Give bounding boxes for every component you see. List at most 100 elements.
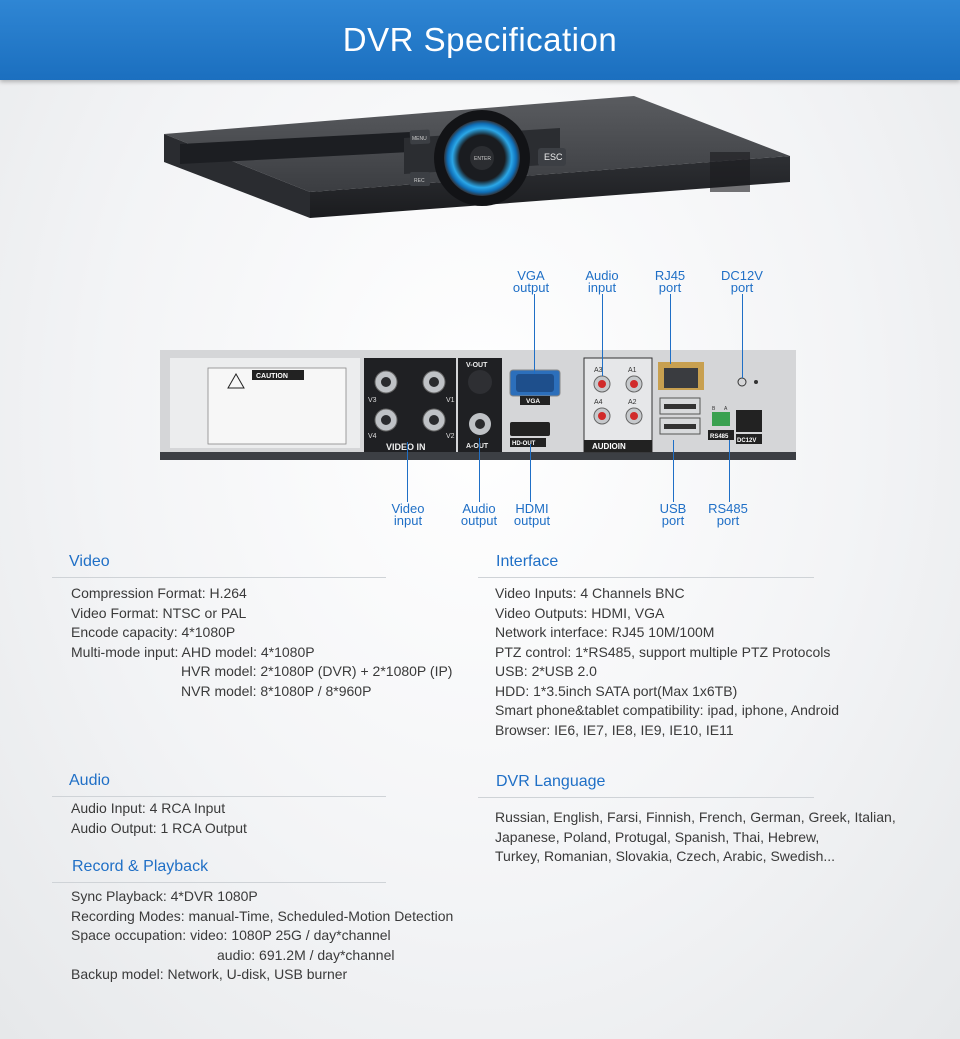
callout-rs485-line2: port (716, 513, 740, 528)
a-out-label: A-OUT (466, 443, 489, 450)
audio-section-title: Audio (69, 772, 110, 789)
interface-line: Browser: IE6, IE7, IE8, IE9, IE10, IE11 (495, 721, 734, 738)
front-esc-label: ESC (544, 152, 563, 162)
ch-a1-label: A1 (628, 367, 637, 374)
callout-audio-in: Audio input (562, 268, 642, 295)
callout-line-vga (534, 294, 535, 374)
callout-rs485-line1: RS485 (708, 501, 748, 516)
audio-divider (52, 796, 386, 797)
video-hvr: HVR model: 2*1080P (DVR) + 2*1080P (IP) (181, 663, 453, 679)
front-menu-label: MENU (412, 136, 427, 142)
callout-audio-in-line2: input (587, 280, 617, 295)
interface-divider (478, 577, 814, 578)
interface-section-title: Interface (496, 553, 559, 570)
video-divider (52, 577, 386, 578)
record-spec-list: Sync Playback: 4*DVR 1080P Recording Mod… (71, 887, 453, 985)
record-sync: Sync Playback: 4*DVR 1080P (71, 888, 258, 904)
ch-v3-label: V3 (368, 397, 377, 404)
audio-spec-list: Audio Input: 4 RCA Input Audio Output: 1… (71, 799, 247, 838)
rs485-b-label: B (712, 406, 716, 412)
callout-usb: USB port (633, 501, 713, 528)
v-out-label: V-OUT (466, 362, 488, 369)
ch-a3-label: A3 (594, 367, 603, 374)
header-banner: DVR Specification (0, 0, 960, 80)
interface-line: Video Outputs: HDMI, VGA (495, 604, 665, 621)
language-section-title: DVR Language (496, 773, 606, 790)
interface-spec-list: Video Inputs: 4 Channels BNC Video Outpu… (495, 584, 839, 740)
ch-v4-label: V4 (368, 433, 377, 440)
video-multimode: Multi-mode input: AHD model: 4*1080P (71, 643, 315, 660)
interface-line: PTZ control: 1*RS485, support multiple P… (495, 643, 831, 660)
dvr-front-image: MENU REC ENTER ESC (164, 96, 790, 218)
callout-line-audio-in (602, 294, 603, 376)
callout-vga-line1: VGA (517, 268, 545, 283)
video-capacity: Encode capacity: 4*1080P (71, 624, 236, 640)
interface-line: HDD: 1*3.5inch SATA port(Max 1x6TB) (495, 682, 738, 699)
callout-rs485: RS485 port (688, 501, 768, 528)
callout-line-rj45 (670, 294, 671, 364)
callout-rj45-line1: RJ45 (654, 268, 686, 283)
interface-line: Smart phone&tablet compatibility: ipad, … (495, 702, 839, 718)
language-line: Japanese, Poland, Protugal, Spanish, Tha… (495, 828, 820, 845)
callout-dc12v: DC12V port (702, 268, 782, 294)
caution-label: CAUTION (256, 373, 288, 380)
callout-line-rs485 (729, 440, 730, 502)
ch-v2-label: V2 (446, 433, 455, 440)
interface-line: USB: 2*USB 2.0 (495, 663, 597, 679)
language-spec-list: Russian, English, Farsi, Finnish, French… (495, 808, 896, 867)
language-line: Russian, English, Farsi, Finnish, French… (495, 809, 896, 825)
callout-audio-out: Audio output (439, 501, 519, 528)
callout-audio-in-line1: Audio (585, 268, 619, 283)
callout-video-in: Video input (368, 501, 448, 528)
callout-line-usb (673, 440, 674, 502)
callout-line-hdmi (530, 444, 531, 502)
record-divider (52, 882, 386, 883)
video-section-title: Video (69, 553, 110, 570)
ch-v1-label: V1 (446, 397, 455, 404)
callout-line-video-in (407, 442, 408, 502)
audio-output: Audio Output: 1 RCA Output (71, 819, 247, 836)
record-backup: Backup model: Network, U-disk, USB burne… (71, 966, 348, 982)
callout-rj45-line2: port (658, 280, 682, 295)
callout-rj45: RJ45 port (630, 268, 710, 295)
video-nvr: NVR model: 8*1080P / 8*960P (181, 682, 372, 699)
video-format: Video Format: NTSC or PAL (71, 604, 247, 621)
interface-line: Network interface: RJ45 10M/100M (495, 624, 715, 640)
dc12v-label: DC12V (737, 438, 756, 444)
front-enter-label: ENTER (474, 156, 491, 162)
callout-hdmi-line1: HDMI (515, 501, 549, 516)
callout-vga: VGA output (491, 268, 571, 295)
callout-vga-line2: output (512, 280, 550, 295)
rs485-a-label: A (724, 406, 728, 412)
record-space-audio: audio: 691.2M / day*channel (217, 946, 395, 963)
audio-input: Audio Input: 4 RCA Input (71, 800, 226, 816)
record-modes: Recording Modes: manual-Time, Scheduled-… (71, 907, 454, 924)
callout-video-in-line1: Video (391, 501, 425, 516)
record-space-video: Space occupation: video: 1080P 25G / day… (71, 927, 391, 943)
callout-video-in-line2: input (393, 513, 423, 528)
vga-label: VGA (526, 398, 540, 405)
page-title: DVR Specification (342, 21, 618, 58)
ch-a2-label: A2 (628, 399, 637, 406)
language-divider (478, 797, 814, 798)
language-line: Turkey, Romanian, Slovakia, Czech, Arabi… (495, 848, 836, 864)
callout-line-dc12v (742, 294, 743, 378)
callout-hdmi-line2: output (513, 513, 551, 528)
callout-line-audio-out (479, 438, 480, 502)
video-spec-list: Compression Format: H.264 Video Format: … (71, 584, 452, 701)
callout-audio-out-line2: output (460, 513, 498, 528)
video-compression: Compression Format: H.264 (71, 585, 247, 601)
callout-dc12v-line1: DC12V (721, 268, 763, 283)
callout-usb-line1: USB (659, 501, 687, 516)
video-in-label: VIDEO IN (386, 442, 426, 452)
ch-a4-label: A4 (594, 399, 603, 406)
audio-in-label: AUDIOIN (592, 442, 626, 451)
interface-line: Video Inputs: 4 Channels BNC (495, 585, 685, 601)
callout-audio-out-line1: Audio (462, 501, 496, 516)
front-rec-label: REC (414, 178, 425, 184)
hd-out-label: HD-OUT (512, 441, 536, 447)
callout-hdmi: HDMI output (492, 501, 572, 528)
callout-usb-line2: port (661, 513, 685, 528)
dvr-back-image: CAUTION V3 V1 V4 V2 VIDEO IN V-OUT A-OUT… (160, 350, 796, 460)
record-section-title: Record & Playback (72, 858, 209, 875)
